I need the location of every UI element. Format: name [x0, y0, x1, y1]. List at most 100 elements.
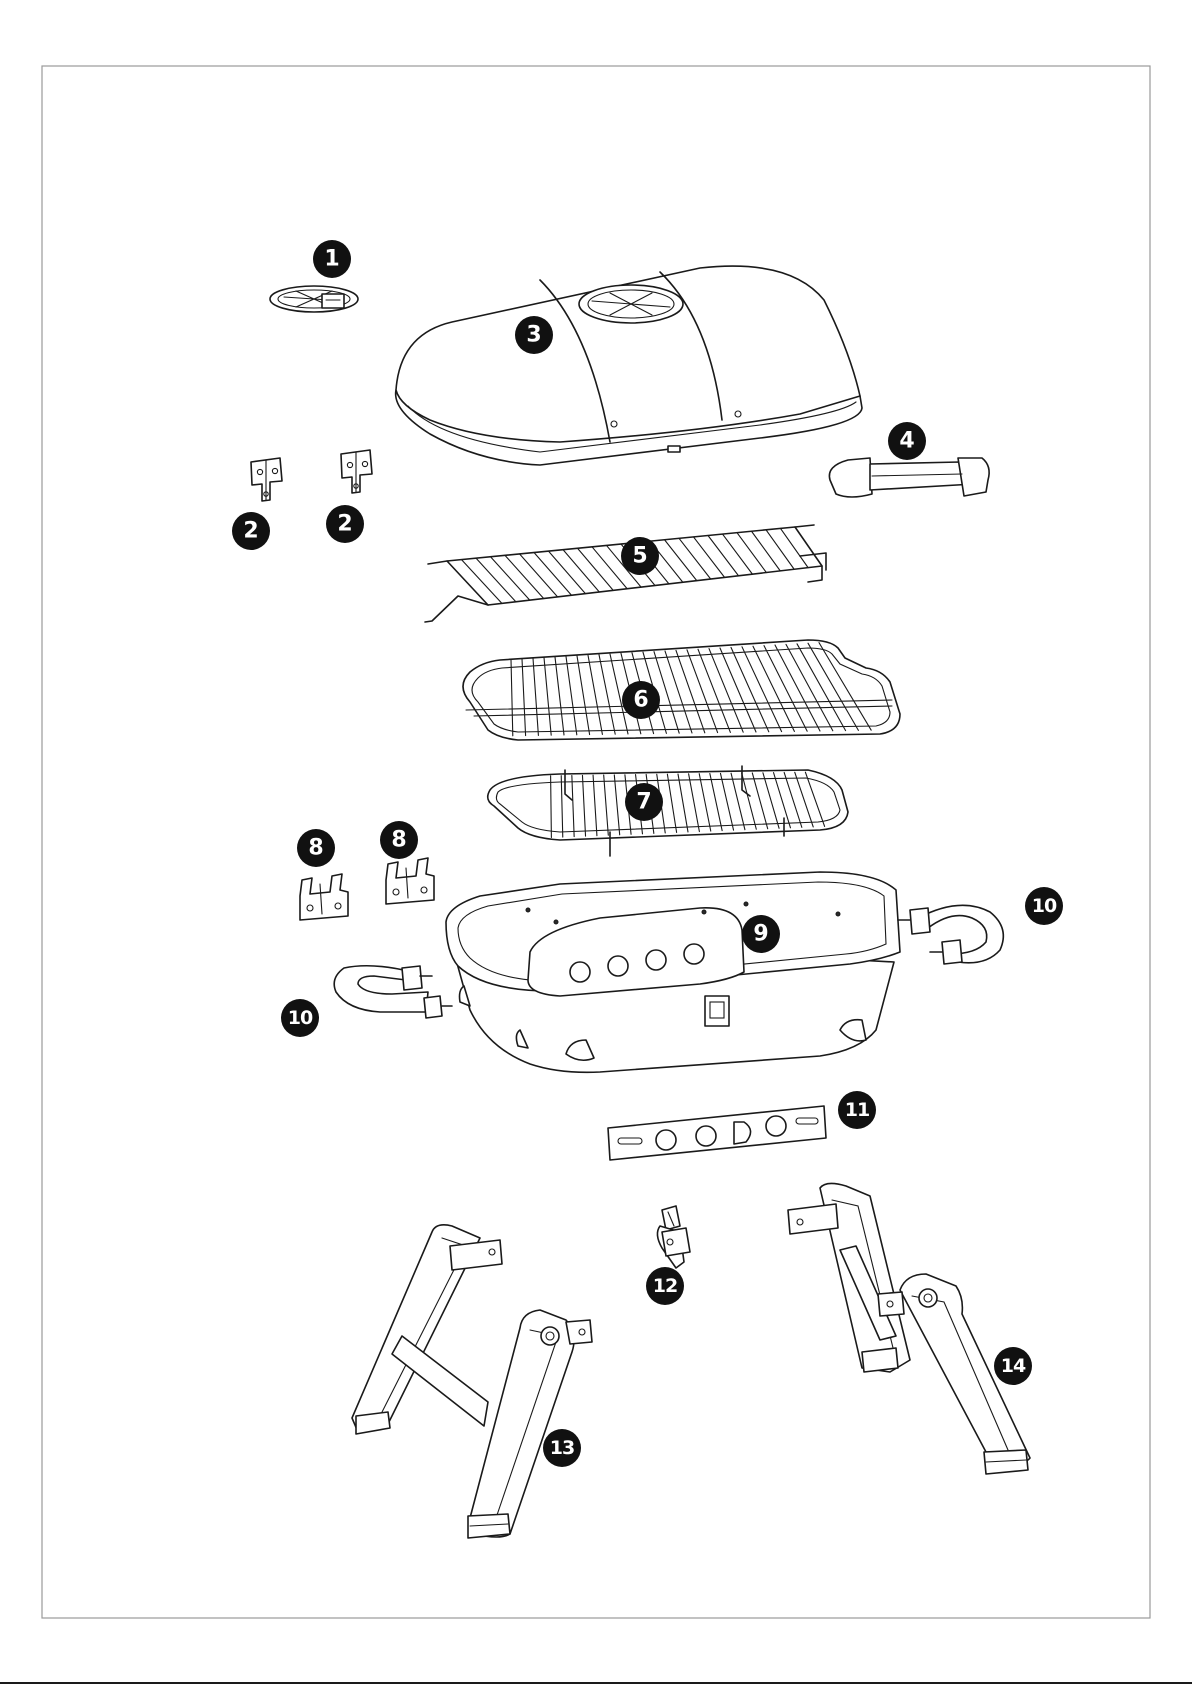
- part-firebox: [446, 872, 900, 1072]
- part-lid: [396, 266, 862, 465]
- callout-1: 1: [313, 240, 351, 278]
- grate-wire: [710, 774, 722, 831]
- grate-wire: [534, 553, 572, 596]
- svg-text:1: 1: [324, 247, 339, 272]
- svg-text:3: 3: [526, 323, 541, 348]
- callout-13: 13: [543, 1429, 581, 1467]
- grate-wire: [687, 650, 718, 733]
- grate-wire: [678, 774, 688, 832]
- svg-text:8: 8: [308, 836, 323, 861]
- grate-wire: [551, 776, 552, 838]
- svg-text:4: 4: [899, 429, 914, 454]
- callout-2-right: 2: [326, 505, 364, 543]
- grate-wire: [593, 775, 597, 835]
- part-latch: [657, 1206, 690, 1268]
- part-lid-handle: [829, 458, 989, 497]
- callout-8-right: 8: [380, 821, 418, 859]
- svg-text:8: 8: [391, 828, 406, 853]
- grate-wire: [764, 646, 807, 732]
- grate-wire: [520, 554, 558, 597]
- grate-wire: [511, 659, 513, 735]
- part-lid-vent: [270, 286, 358, 312]
- grate-wire: [694, 537, 725, 577]
- part-grate-bracket-left: [300, 874, 348, 920]
- part-cooking-grate: [463, 640, 900, 740]
- grate-wire: [505, 555, 544, 598]
- svg-text:14: 14: [1001, 1355, 1026, 1377]
- grate-wire: [819, 643, 871, 731]
- callout-6: 6: [622, 681, 660, 719]
- part-vent-plate: [608, 1106, 826, 1160]
- callout-10-right: 10: [1025, 887, 1063, 925]
- svg-text:7: 7: [636, 790, 651, 815]
- grate-wire: [561, 776, 563, 837]
- part-lid-hinge-bracket-left: [251, 458, 282, 501]
- svg-text:9: 9: [753, 922, 768, 947]
- part-leg-assembly-left: [352, 1225, 592, 1538]
- grate-wire: [563, 550, 599, 592]
- part-side-handle-left: [334, 966, 452, 1018]
- part-grate-bracket-right: [386, 858, 434, 904]
- svg-text:12: 12: [653, 1275, 677, 1297]
- grate-wire: [775, 645, 820, 731]
- grate-wire: [766, 530, 794, 569]
- grate-wire: [679, 538, 711, 579]
- grate-wire: [708, 536, 739, 576]
- callout-14: 14: [994, 1347, 1032, 1385]
- grate-wire: [752, 531, 781, 571]
- grate-wire: [731, 773, 745, 829]
- grate-wire: [699, 774, 711, 831]
- grate-wire: [572, 776, 574, 837]
- grate-wire: [578, 548, 614, 590]
- grate-wire: [491, 557, 530, 600]
- callout-7: 7: [625, 783, 663, 821]
- callout-4: 4: [888, 422, 926, 460]
- grate-wire: [476, 558, 516, 602]
- grate-wire: [582, 775, 585, 836]
- grate-wire: [665, 540, 697, 581]
- part-lid-hinge-bracket-right: [341, 450, 372, 493]
- callout-12: 12: [646, 1267, 684, 1305]
- part-warming-rack: [425, 525, 826, 622]
- callout-8-left: 8: [297, 829, 335, 867]
- grate-wire: [742, 647, 782, 732]
- part-leg-assembly-right: [788, 1183, 1030, 1474]
- grate-wire: [555, 657, 564, 735]
- grate-wire: [533, 658, 538, 735]
- callout-2-left: 2: [232, 512, 270, 550]
- callout-11: 11: [838, 1091, 876, 1129]
- part-charcoal-grate: [488, 766, 848, 856]
- grate-wire: [667, 774, 676, 832]
- svg-text:11: 11: [845, 1099, 869, 1121]
- callout-5: 5: [621, 537, 659, 575]
- svg-text:5: 5: [632, 544, 647, 569]
- grate-wire: [720, 773, 733, 830]
- grate-wire: [665, 651, 692, 733]
- grate-wire: [689, 774, 700, 832]
- svg-text:10: 10: [1032, 895, 1057, 917]
- svg-text:2: 2: [337, 512, 352, 537]
- grate-wire: [723, 534, 753, 574]
- grate-wire: [676, 650, 705, 732]
- grate-wire: [604, 775, 609, 835]
- grate-wire: [462, 560, 502, 604]
- svg-text:2: 2: [243, 519, 258, 544]
- grate-wire: [753, 646, 794, 731]
- grate-wire: [795, 772, 813, 827]
- callout-3: 3: [515, 316, 553, 354]
- callout-10-left: 10: [281, 999, 319, 1037]
- grate-wire: [737, 533, 766, 573]
- svg-text:13: 13: [550, 1437, 574, 1459]
- grate-wire: [786, 644, 833, 730]
- grate-wire: [588, 655, 602, 734]
- grate-wire: [544, 658, 551, 736]
- grate-wire: [549, 551, 586, 594]
- callout-9: 9: [742, 915, 780, 953]
- grate-wire: [577, 656, 590, 735]
- grate-wire: [566, 656, 577, 734]
- grate-wire: [784, 772, 802, 827]
- grate-wire: [781, 528, 809, 567]
- grate-wire: [614, 775, 619, 835]
- svg-text:10: 10: [288, 1007, 313, 1029]
